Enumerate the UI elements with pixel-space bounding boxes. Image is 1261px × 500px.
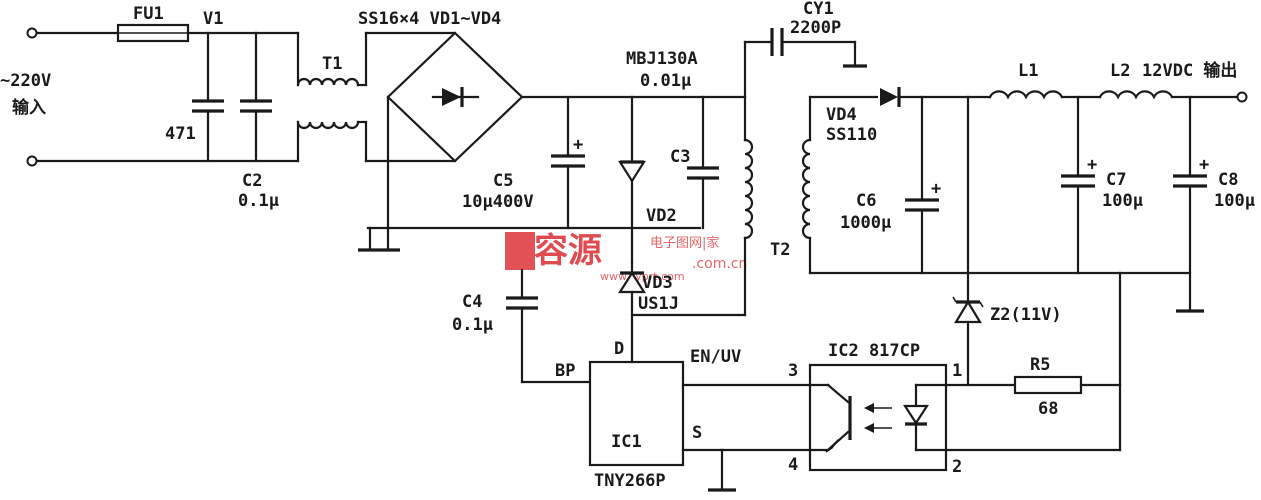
svg-text:+: + (573, 135, 583, 155)
label-ic1: IC1 (611, 432, 642, 452)
label-d: D (614, 339, 624, 359)
input-terminal-bottom (26, 155, 38, 167)
svg-text:+: + (1087, 155, 1097, 175)
label-t1: T1 (322, 54, 342, 74)
label-c7-value: 100μ (1102, 191, 1143, 211)
label-pin3: 3 (788, 361, 798, 381)
svg-text:+: + (931, 179, 941, 199)
label-v1: V1 (203, 9, 223, 29)
label-l1: L1 (1018, 61, 1038, 81)
label-l2: L2 (1110, 61, 1130, 81)
label-cy1: CY1 (803, 0, 834, 19)
label-input-word: 输入 (12, 97, 46, 118)
primary-section: + C5 10μ400V MBJ130A 0.01μ VD2 C3 VD3 US… (452, 0, 867, 384)
label-ss110: SS110 (826, 125, 877, 145)
ic1-tny266p: BP D EN/UV IC1 S TNY266P (555, 339, 812, 492)
label-pin1: 1 (952, 361, 962, 381)
label-c5-name: C5 (493, 171, 513, 191)
secondary-section: VD4 SS110 + C6 1000μ Z2(11V) R5 68 L1 (801, 60, 1255, 452)
label-pin2: 2 (952, 457, 962, 477)
label-cy1-value: 2200P (790, 18, 841, 38)
label-c6-value: 1000μ (840, 213, 891, 233)
label-c471: 471 (165, 124, 196, 144)
label-c4-name: C4 (462, 292, 482, 312)
label-c8-value: 100μ (1214, 191, 1255, 211)
label-c3-name: C3 (670, 147, 690, 167)
watermark-brand-sub: 电子图网|家 (650, 235, 719, 251)
label-c2-value: 0.1μ (238, 191, 279, 211)
label-ic2: IC2 817CP (828, 341, 920, 361)
label-fu1: FU1 (133, 4, 164, 24)
label-mbj: MBJ130A (626, 49, 698, 69)
label-pin4: 4 (788, 455, 798, 475)
label-vd3: VD3 (642, 273, 673, 293)
label-s: S (692, 423, 702, 443)
output-terminal (1236, 91, 1248, 103)
label-c6-name: C6 (856, 191, 876, 211)
ic2-optocoupler: IC2 817CP 1 2 3 4 (788, 341, 962, 477)
input-section: FU1 V1 ~220V 输入 471 T1 C2 0.1μ (0, 4, 457, 211)
input-terminal-top (26, 27, 38, 39)
label-r5: R5 (1030, 355, 1050, 375)
label-z2: Z2(11V) (990, 305, 1062, 325)
label-bridge: SS16×4 VD1~VD4 (358, 9, 501, 29)
watermark-domain: .com.cn (692, 256, 747, 272)
watermark-brand: 容源 (534, 231, 602, 271)
label-en-uv: EN/UV (690, 347, 741, 367)
label-output: 12VDC 输出 (1142, 60, 1237, 81)
label-bp: BP (555, 361, 575, 381)
label-c2-name: C2 (242, 171, 262, 191)
label-us1j: US1J (638, 294, 679, 314)
label-c7-name: C7 (1106, 170, 1126, 190)
bridge-rectifier: SS16×4 VD1~VD4 (358, 9, 747, 252)
label-c4-value: 0.1μ (452, 315, 493, 335)
label-r5-value: 68 (1038, 399, 1058, 419)
svg-text:+: + (1199, 155, 1209, 175)
label-t2: T2 (770, 240, 790, 260)
label-c5-value: 10μ400V (462, 192, 534, 212)
label-vd2: VD2 (646, 206, 677, 226)
label-tny: TNY266P (594, 471, 666, 491)
label-c3-value: 0.01μ (640, 71, 691, 91)
label-c8-name: C8 (1218, 170, 1238, 190)
label-input-voltage: ~220V (0, 71, 51, 91)
label-vd4: VD4 (826, 105, 857, 125)
watermark: 容源 电子图网|家 .com.cn www.zyprt.com (505, 231, 747, 283)
